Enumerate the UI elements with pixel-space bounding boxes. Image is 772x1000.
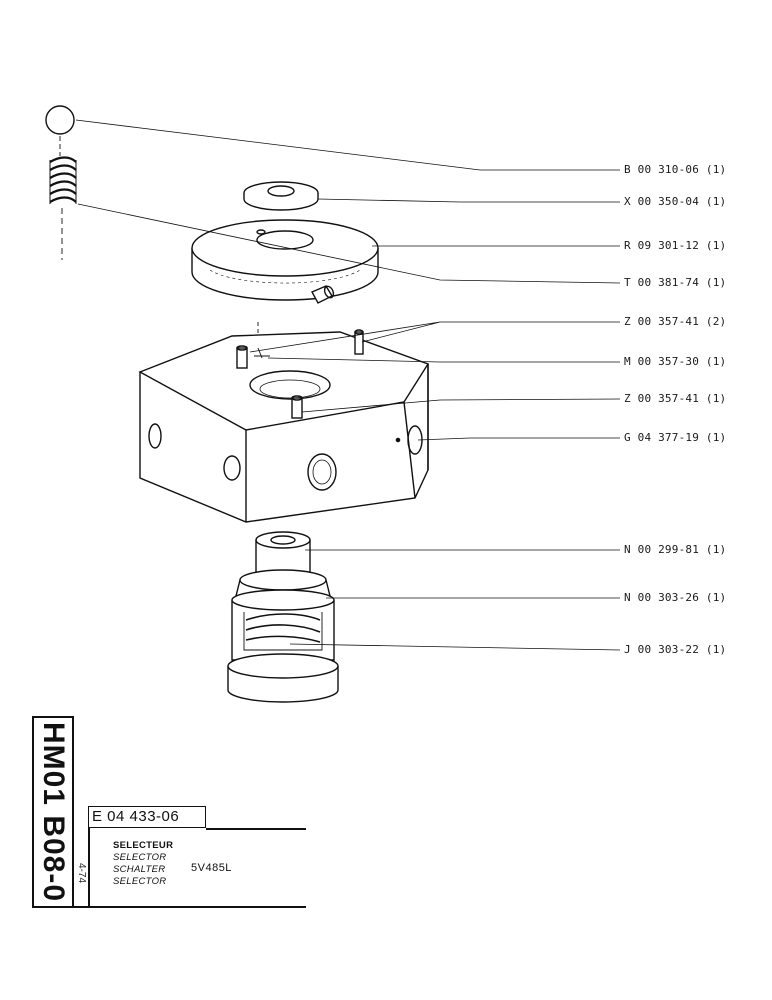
- part-label: R 09 301-12 (1): [624, 239, 727, 252]
- spring-part: [49, 156, 77, 260]
- part-label: T 00 381-74 (1): [624, 276, 727, 289]
- date-code: 4-74: [76, 863, 87, 884]
- name-english: SELECTOR: [113, 852, 167, 863]
- valve-body-part: [227, 569, 339, 703]
- name-other: SELECTOR: [113, 876, 167, 887]
- title-frame-bottom: [74, 906, 306, 908]
- name-german: SCHALTER: [113, 864, 166, 875]
- leader-lines: [75, 119, 621, 651]
- assembly-number: E 04 433-06: [88, 806, 206, 828]
- title-rule: [206, 828, 306, 830]
- part-label: M 00 357-30 (1): [624, 355, 727, 368]
- part-label: N 00 299-81 (1): [624, 543, 727, 556]
- part-label: Z 00 357-41 (2): [624, 315, 727, 328]
- part-label: B 00 310-06 (1): [624, 163, 727, 176]
- part-label: G 04 377-19 (1): [624, 431, 727, 444]
- name-french: SELECTEUR: [113, 840, 174, 851]
- part-label: Z 00 357-41 (1): [624, 392, 727, 405]
- part-label: N 00 303-26 (1): [624, 591, 727, 604]
- model-code: 5V485L: [191, 862, 232, 874]
- part-label: J 00 303-22 (1): [624, 643, 727, 656]
- part-label: X 00 350-04 (1): [624, 195, 727, 208]
- selector-body-part: [138, 322, 430, 523]
- cover-disk-part: [191, 219, 379, 304]
- washer-part: [243, 181, 319, 211]
- page-code: HM01 B08-0: [37, 721, 70, 903]
- ball-part: [45, 105, 75, 156]
- page-code-box: HM01 B08-0: [32, 716, 74, 908]
- title-frame-left: [88, 828, 90, 908]
